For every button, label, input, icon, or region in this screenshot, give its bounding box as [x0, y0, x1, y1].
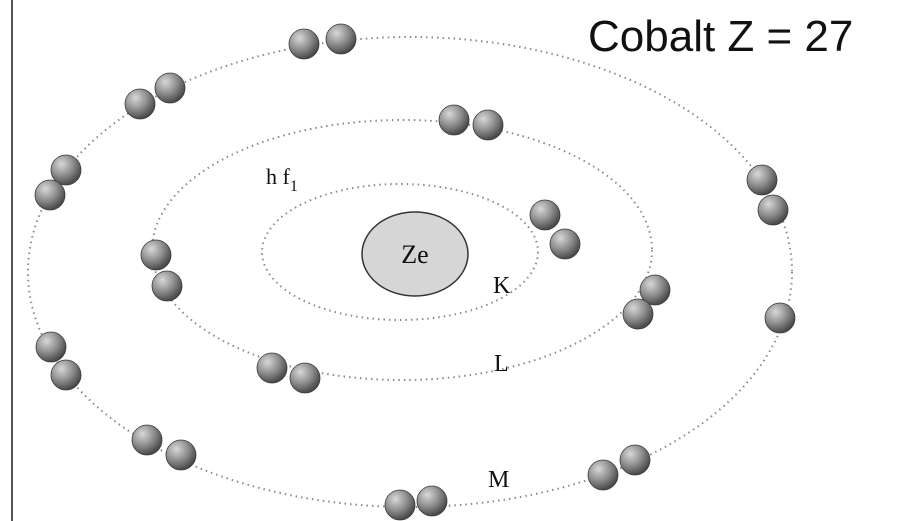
electron-m-11 — [51, 360, 81, 390]
electron-l-4 — [623, 299, 653, 329]
electron-m-3 — [125, 89, 155, 119]
electron-l-1 — [439, 105, 469, 135]
electron-l-7 — [257, 353, 287, 383]
electron-k-2 — [550, 229, 580, 259]
photon-subscript: 1 — [290, 178, 298, 195]
electron-m-8 — [758, 195, 788, 225]
electron-m-4 — [155, 73, 185, 103]
shell-label-m: M — [488, 467, 509, 493]
electron-m-1 — [289, 29, 319, 59]
electron-l-8 — [290, 363, 320, 393]
nucleus-label: Ze — [401, 240, 428, 269]
electron-m-9 — [765, 303, 795, 333]
shell-label-k: K — [493, 273, 511, 299]
electron-m-2 — [326, 24, 356, 54]
electron-m-5 — [51, 155, 81, 185]
electron-m-16 — [385, 490, 415, 520]
electron-m-13 — [166, 440, 196, 470]
nucleus: Ze — [362, 212, 468, 296]
electron-m-14 — [588, 460, 618, 490]
electron-m-15 — [620, 445, 650, 475]
electron-m-6 — [35, 180, 65, 210]
electron-m-12 — [132, 425, 162, 455]
photon-symbol: h f — [266, 164, 291, 189]
electron-l-5 — [141, 240, 171, 270]
electron-m-10 — [36, 332, 66, 362]
photon-label: h f1 — [266, 164, 298, 195]
electron-m-7 — [747, 165, 777, 195]
shell-label-l: L — [494, 351, 509, 377]
electron-k-1 — [530, 200, 560, 230]
electron-l-2 — [473, 110, 503, 140]
electron-m-17 — [417, 486, 447, 516]
electron-l-6 — [152, 271, 182, 301]
